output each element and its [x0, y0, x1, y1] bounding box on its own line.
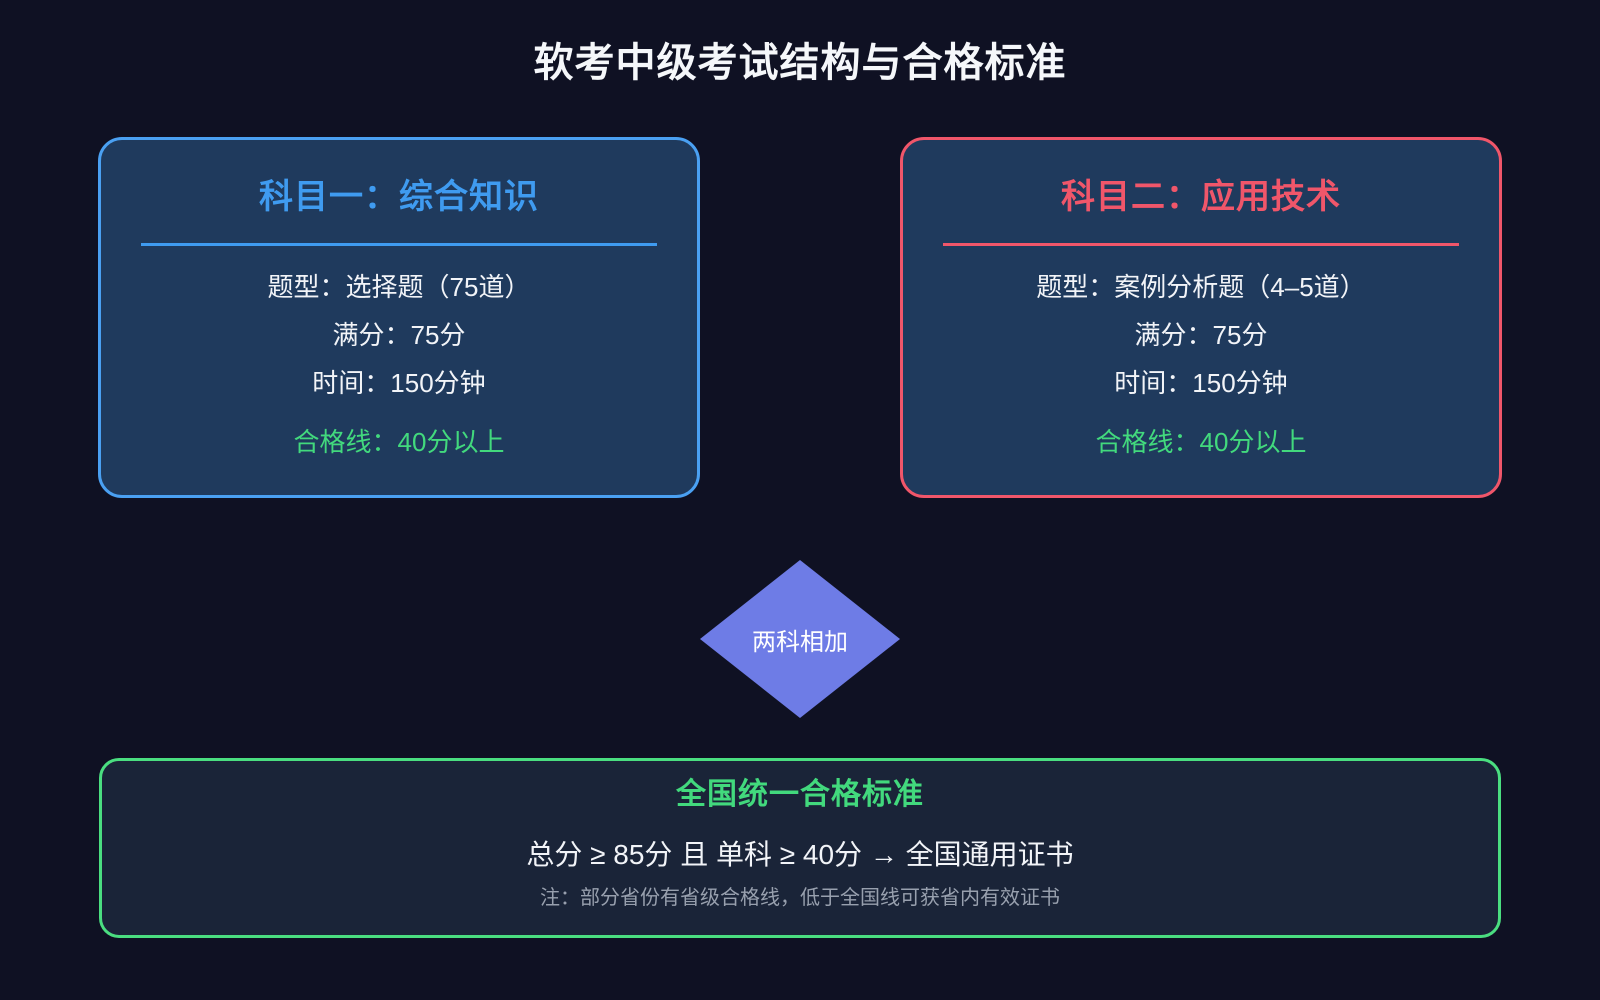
- subject-1-full-score: 满分：75分: [332, 320, 466, 350]
- subject-1-title: 科目一：综合知识: [259, 178, 539, 216]
- subject-2-pass-line: 合格线：40分以上: [1095, 427, 1307, 457]
- subject-1-divider: [141, 243, 657, 246]
- subject-1-pass-line: 合格线：40分以上: [293, 427, 505, 457]
- subject-2-question-type: 题型：案例分析题（4–5道）: [1036, 272, 1366, 302]
- combine-diamond-label: 两科相加: [752, 628, 848, 656]
- subject-1-duration: 时间：150分钟: [312, 368, 486, 398]
- subject-2-title: 科目二：应用技术: [1061, 178, 1341, 216]
- subject-2-card: 科目二：应用技术 题型：案例分析题（4–5道） 满分：75分 时间：150分钟 …: [900, 137, 1502, 498]
- subject-2-divider: [943, 243, 1459, 246]
- national-standard-rule: 总分 ≥ 85分 且 单科 ≥ 40分 → 全国通用证书: [526, 839, 1074, 870]
- subject-2-duration: 时间：150分钟: [1114, 368, 1288, 398]
- national-standard-title: 全国统一合格标准: [676, 778, 924, 811]
- subject-1-card: 科目一：综合知识 题型：选择题（75道） 满分：75分 时间：150分钟 合格线…: [98, 137, 700, 498]
- subject-2-full-score: 满分：75分: [1134, 320, 1268, 350]
- combine-diamond: 两科相加: [700, 560, 900, 718]
- national-standard-box: 全国统一合格标准 总分 ≥ 85分 且 单科 ≥ 40分 → 全国通用证书 注：…: [99, 758, 1501, 938]
- subject-1-question-type: 题型：选择题（75道）: [267, 272, 531, 302]
- page-title: 软考中级考试结构与合格标准: [533, 41, 1067, 85]
- national-standard-note: 注：部分省份有省级合格线，低于全国线可获省内有效证书: [540, 887, 1060, 909]
